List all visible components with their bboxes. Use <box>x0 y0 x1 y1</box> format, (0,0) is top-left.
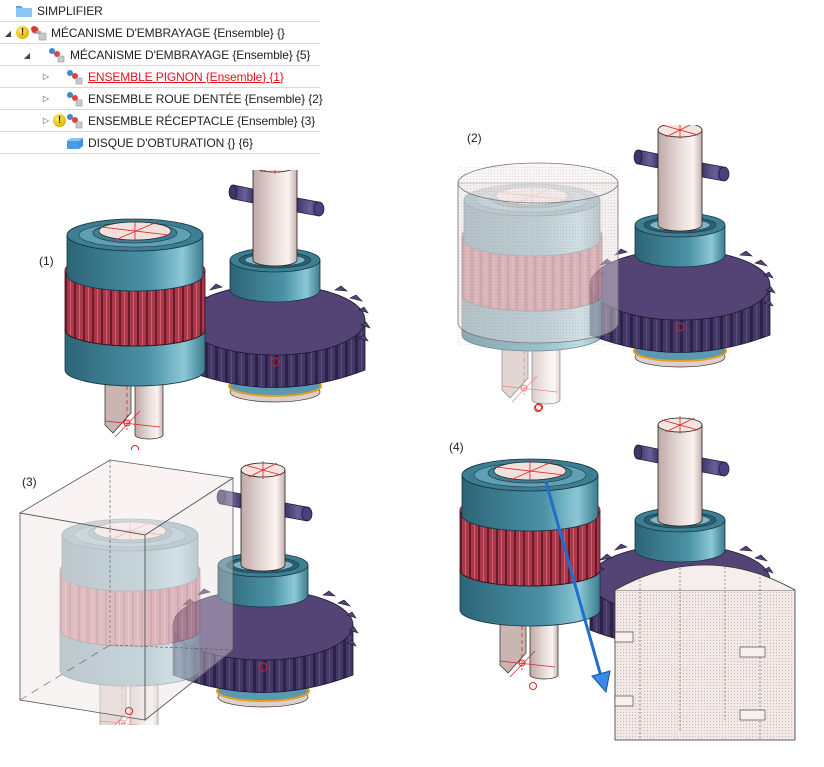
assembly-tree: SIMPLIFIER ◢ ! MÉCANISME D'EMBRAYAGE {En… <box>0 0 323 154</box>
view-2[interactable]: (2) <box>440 125 824 415</box>
tree-item-ensemble-pignon[interactable]: ▷ ENSEMBLE PIGNON {Ensemble} {1} <box>0 66 320 88</box>
pinion-box-model <box>18 459 359 725</box>
arrow-line <box>544 481 604 681</box>
folder-icon <box>15 3 33 19</box>
tree-root-simplifier[interactable]: SIMPLIFIER <box>0 0 320 22</box>
tree-item-label: MÉCANISME D'EMBRAYAGE {Ensemble} {5} <box>70 47 311 62</box>
part-icon <box>66 136 84 152</box>
assembly-icon <box>66 113 84 129</box>
view-4[interactable]: (4) <box>440 400 824 767</box>
tree-item-mecanisme-5[interactable]: ◢ MÉCANISME D'EMBRAYAGE {Ensemble} {5} <box>0 44 320 66</box>
tree-item-label: ENSEMBLE ROUE DENTÉE {Ensemble} {2} <box>88 91 323 106</box>
expand-down-icon[interactable]: ◢ <box>4 28 12 38</box>
expand-right-icon[interactable]: ▷ <box>42 115 50 125</box>
warning-icon: ! <box>16 26 29 39</box>
expand-right-icon[interactable]: ▷ <box>42 71 50 81</box>
tree-root-label: SIMPLIFIER <box>37 3 103 18</box>
view-label: (4) <box>449 440 464 454</box>
tree-item-ensemble-receptacle[interactable]: ▷ ! ENSEMBLE RÉCEPTACLE {Ensemble} {3} <box>0 110 320 132</box>
origin-marker <box>534 404 542 412</box>
origin-marker <box>535 403 543 411</box>
tree-item-label: ENSEMBLE PIGNON {Ensemble} {1} <box>88 69 284 84</box>
pinion-cylinder-model <box>457 125 776 411</box>
assembly-icon <box>66 69 84 85</box>
warning-icon: ! <box>53 114 66 127</box>
tree-item-disque-obturation[interactable]: DISQUE D'OBTURATION {} {6} <box>0 132 320 154</box>
origin-marker <box>125 707 133 715</box>
assembly-icon <box>30 25 48 41</box>
view-label: (3) <box>22 475 37 489</box>
assembly-icon <box>66 91 84 107</box>
tree-item-ensemble-roue-dentee[interactable]: ▷ ENSEMBLE ROUE DENTÉE {Ensemble} {2} <box>0 88 323 110</box>
pinion-gear-model <box>64 170 371 450</box>
tree-item-label: DISQUE D'OBTURATION {} {6} <box>88 135 253 150</box>
expand-down-icon[interactable]: ◢ <box>23 50 31 60</box>
arrow-head-icon <box>591 670 611 694</box>
origin-marker <box>131 445 139 450</box>
expand-right-icon[interactable]: ▷ <box>42 93 50 103</box>
receptacle-disk-model <box>459 404 796 741</box>
origin-marker <box>529 682 537 690</box>
view-label: (1) <box>39 254 54 268</box>
tree-item-label: ENSEMBLE RÉCEPTACLE {Ensemble} {3} <box>88 113 316 128</box>
view-3[interactable]: (3) <box>15 455 435 725</box>
tree-item-mecanisme-root[interactable]: ◢ ! MÉCANISME D'EMBRAYAGE {Ensemble} {} <box>0 22 320 44</box>
tree-item-label: MÉCANISME D'EMBRAYAGE {Ensemble} {} <box>51 25 285 40</box>
view-label: (2) <box>467 131 482 145</box>
view-1[interactable]: (1) <box>30 170 430 450</box>
assembly-icon <box>48 47 66 63</box>
